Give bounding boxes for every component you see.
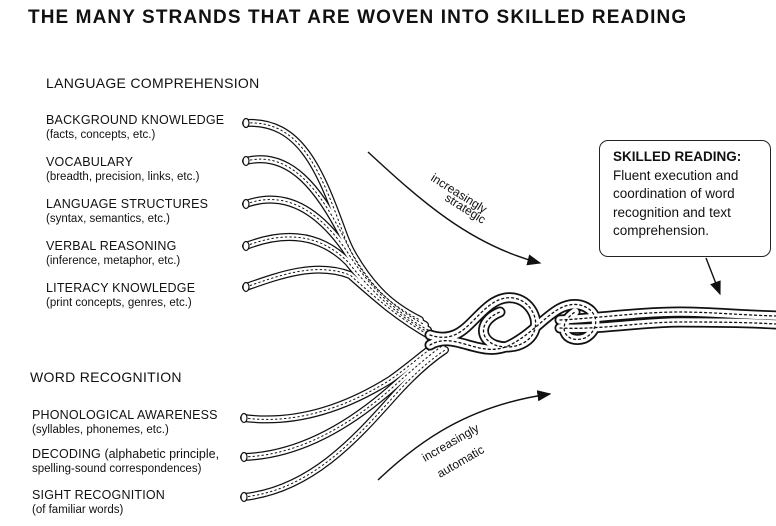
strategic-arrow	[367, 151, 542, 266]
strand-literacy-knowledge: LITERACY KNOWLEDGE (print concepts, genr…	[46, 281, 195, 311]
word-recognition-heading: WORD RECOGNITION	[30, 369, 182, 385]
strand-vocabulary: VOCABULARY (breadth, precision, links, e…	[46, 155, 199, 185]
callout-title: SKILLED READING:	[613, 149, 742, 164]
strand-decoding: DECODING (alphabetic principle, spelling…	[32, 447, 219, 477]
strand-label: LITERACY KNOWLEDGE	[46, 281, 196, 295]
strand-detail: (syntax, semantics, etc.)	[46, 213, 170, 225]
strand-label-suffix: (alphabetic principle,	[100, 447, 220, 461]
strand-detail: spelling-sound correspondences)	[32, 463, 202, 475]
strand-label: SIGHT RECOGNITION	[32, 488, 166, 502]
strand-detail: (print concepts, genres, etc.)	[46, 297, 192, 309]
automatic-arrow	[377, 390, 552, 481]
strand-label: BACKGROUND KNOWLEDGE	[46, 113, 225, 127]
strand-phonological-awareness: PHONOLOGICAL AWARENESS (syllables, phone…	[32, 408, 218, 438]
language-comprehension-heading: LANGUAGE COMPREHENSION	[46, 75, 260, 91]
strand-detail: (inference, metaphor, etc.)	[46, 255, 181, 267]
page-title: THE MANY STRANDS THAT ARE WOVEN INTO SKI…	[28, 7, 688, 28]
strand-label: VERBAL REASONING	[46, 239, 177, 253]
strand-label: PHONOLOGICAL AWARENESS	[32, 408, 218, 422]
strand-ends	[240, 117, 250, 503]
strand-label: DECODING (alphabetic principle,	[32, 447, 219, 462]
strand-detail: (syllables, phonemes, etc.)	[32, 424, 169, 436]
strand-verbal-reasoning: VERBAL REASONING (inference, metaphor, e…	[46, 239, 180, 269]
strand-detail: (facts, concepts, etc.)	[46, 129, 156, 141]
strand-label: LANGUAGE STRUCTURES	[46, 197, 209, 211]
skilled-reading-callout: SKILLED READING: Fluent execution and co…	[599, 140, 771, 257]
strand-sight-recognition: SIGHT RECOGNITION (of familiar words)	[32, 488, 165, 518]
callout-pointer-arrow	[705, 257, 721, 296]
word-recognition-strands	[240, 338, 449, 501]
strand-background-knowledge: BACKGROUND KNOWLEDGE (facts, concepts, e…	[46, 113, 224, 143]
strand-label-main: DECODING	[32, 447, 101, 461]
strand-label: VOCABULARY	[46, 155, 134, 169]
callout-body-line: coordination of word	[613, 186, 735, 201]
callout-body-line: comprehension.	[613, 223, 710, 238]
language-comprehension-strands	[242, 118, 438, 342]
strand-language-structures: LANGUAGE STRUCTURES (syntax, semantics, …	[46, 197, 208, 227]
woven-rope	[424, 292, 776, 355]
callout-body-line: Fluent execution and	[613, 167, 739, 183]
callout-body-line: recognition and text	[613, 204, 731, 220]
strand-detail: (breadth, precision, links, etc.)	[46, 171, 200, 183]
strand-detail: (of familiar words)	[32, 504, 124, 516]
